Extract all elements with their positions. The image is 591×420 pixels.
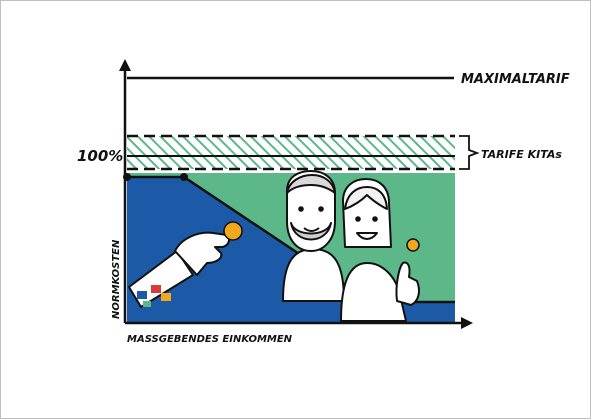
two-parents-illustration [282, 170, 420, 322]
tarife-kitas-brace [459, 135, 480, 170]
tariff-band-hatch [127, 136, 455, 169]
y-axis-arrow [119, 59, 131, 71]
hand-coin-icon [223, 221, 243, 241]
hundred-percent-label: 100% [77, 147, 123, 165]
x-axis-arrow [461, 317, 473, 329]
coin-icon [406, 238, 420, 252]
x-axis-label: MASSGEBENDES EINKOMMEN [127, 334, 293, 345]
maximaltarif-label: MAXIMALTARIF [461, 72, 570, 87]
tarife-kitas-label: TARIFE KITAs [481, 148, 562, 161]
y-axis-label: NORMKOSTEN [111, 239, 122, 319]
curve-point-knee [180, 173, 188, 181]
hand-with-coin-icon [128, 231, 231, 308]
